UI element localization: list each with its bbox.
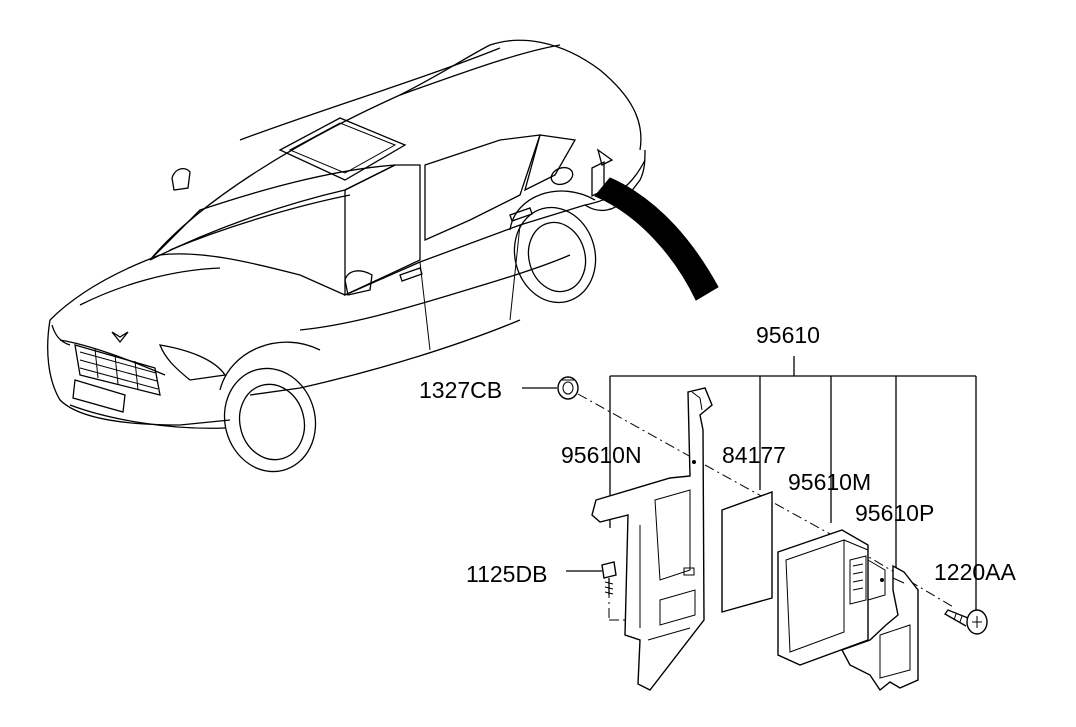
bolt-1125db: [601, 561, 617, 595]
label-95610n: 95610N: [561, 442, 642, 468]
label-95610: 95610: [756, 322, 820, 348]
callout-labels: 95610 1327CB 95610N 84177 95610M 95610P …: [419, 322, 1017, 587]
bracket-95610p: [841, 564, 919, 692]
label-1220aa: 1220AA: [934, 559, 1017, 585]
label-84177: 84177: [722, 442, 786, 468]
label-1327cb: 1327CB: [419, 377, 502, 403]
label-95610p: 95610P: [855, 500, 934, 526]
location-arrow: [594, 177, 719, 301]
label-1125db: 1125DB: [466, 561, 547, 587]
bracket-95610n: [591, 387, 713, 691]
module-95610m: [777, 529, 886, 666]
car-illustration: [47, 39, 646, 473]
label-95610m: 95610M: [788, 469, 871, 495]
screw-1220aa: [944, 609, 988, 635]
pad-84177: [721, 491, 773, 613]
nut-1327cb: [557, 376, 579, 400]
